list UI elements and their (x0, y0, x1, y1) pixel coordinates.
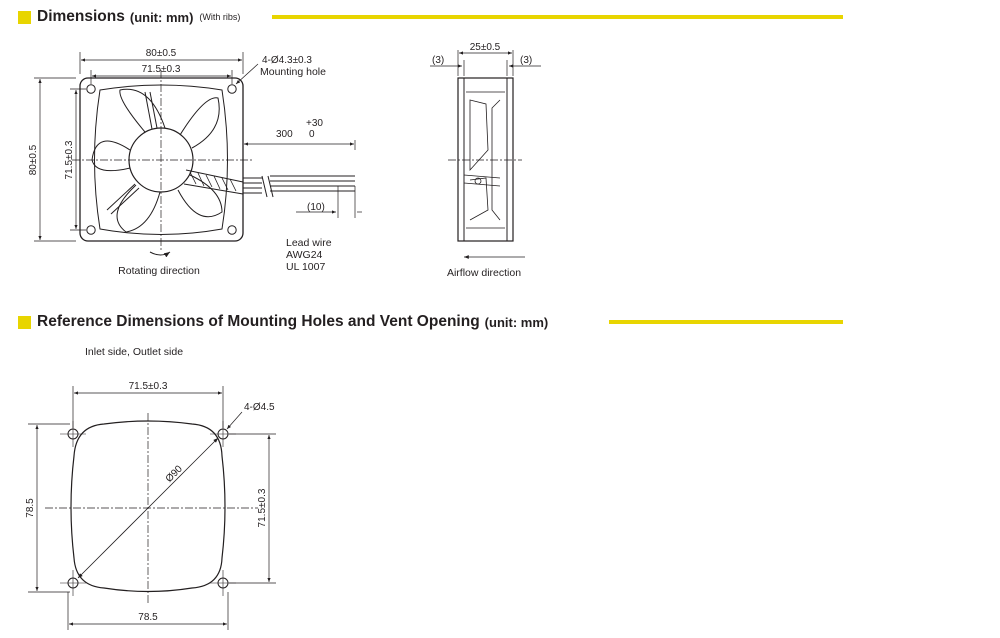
width-outer-label: 80±0.5 (146, 48, 177, 59)
section-title: Reference Dimensions of Mounting Holes a… (37, 313, 480, 330)
section-note: (With ribs) (199, 12, 241, 22)
mounting-reference-drawing (45, 413, 258, 605)
lead-tol-minus: 0 (309, 129, 315, 140)
section-unit: (unit: mm) (129, 9, 194, 25)
lead-wire-standard: UL 1007 (286, 261, 325, 273)
side-view-dimensions (430, 50, 541, 76)
width-bottom-label: 78.5 (138, 612, 158, 623)
depth-label: 25±0.5 (470, 42, 501, 53)
hole-pitch-right-label: 71.5±0.3 (257, 488, 268, 527)
section-marker-icon (18, 315, 31, 329)
rotating-direction-label: Rotating direction (118, 265, 200, 277)
hole-pitch-top-label: 71.5±0.3 (129, 381, 168, 392)
lead-wire-gauge: AWG24 (286, 249, 323, 261)
section-divider (609, 320, 843, 324)
section-unit: (unit: mm) (484, 314, 549, 330)
lead-wire-label: Lead wire (286, 237, 332, 249)
rib-right-label: (3) (520, 55, 532, 66)
front-view-labels: 80±0.5 71.5±0.3 80±0.5 71.5±0.3 4-Ø4.3±0… (28, 48, 332, 277)
height-holes-label: 71.5±0.3 (64, 140, 75, 179)
reference-dimensions (28, 386, 276, 630)
section-divider (272, 15, 843, 19)
rib-left-label: (3) (432, 55, 444, 66)
front-view-dimensions (34, 52, 362, 242)
side-view-labels: 25±0.5 (3) (3) Airflow direction (432, 42, 532, 279)
height-left-label: 78.5 (25, 498, 36, 518)
reference-subtitle: Inlet side, Outlet side (85, 346, 183, 358)
lead-tol-plus: +30 (306, 118, 323, 129)
mounting-hole-spec: 4-Ø4.3±0.3 (262, 55, 312, 66)
height-outer-label: 80±0.5 (28, 144, 39, 175)
fan-front-view (72, 70, 355, 258)
hole-spec-label: 4-Ø4.5 (244, 402, 275, 413)
width-holes-label: 71.5±0.3 (142, 64, 181, 75)
section-marker-icon (18, 10, 31, 24)
lead-length-label: 300 (276, 129, 293, 140)
section-dimensions-header: Dimensions (unit: mm) (With ribs) (18, 6, 240, 28)
airflow-direction-label: Airflow direction (447, 267, 521, 279)
mounting-hole-label: Mounting hole (260, 66, 326, 78)
fan-side-view (448, 77, 525, 259)
vent-diameter-label: Ø90 (164, 463, 185, 484)
section-title: Dimensions (37, 8, 125, 25)
section-reference-header: Reference Dimensions of Mounting Holes a… (18, 311, 548, 333)
strip-length-label: (10) (307, 202, 325, 213)
